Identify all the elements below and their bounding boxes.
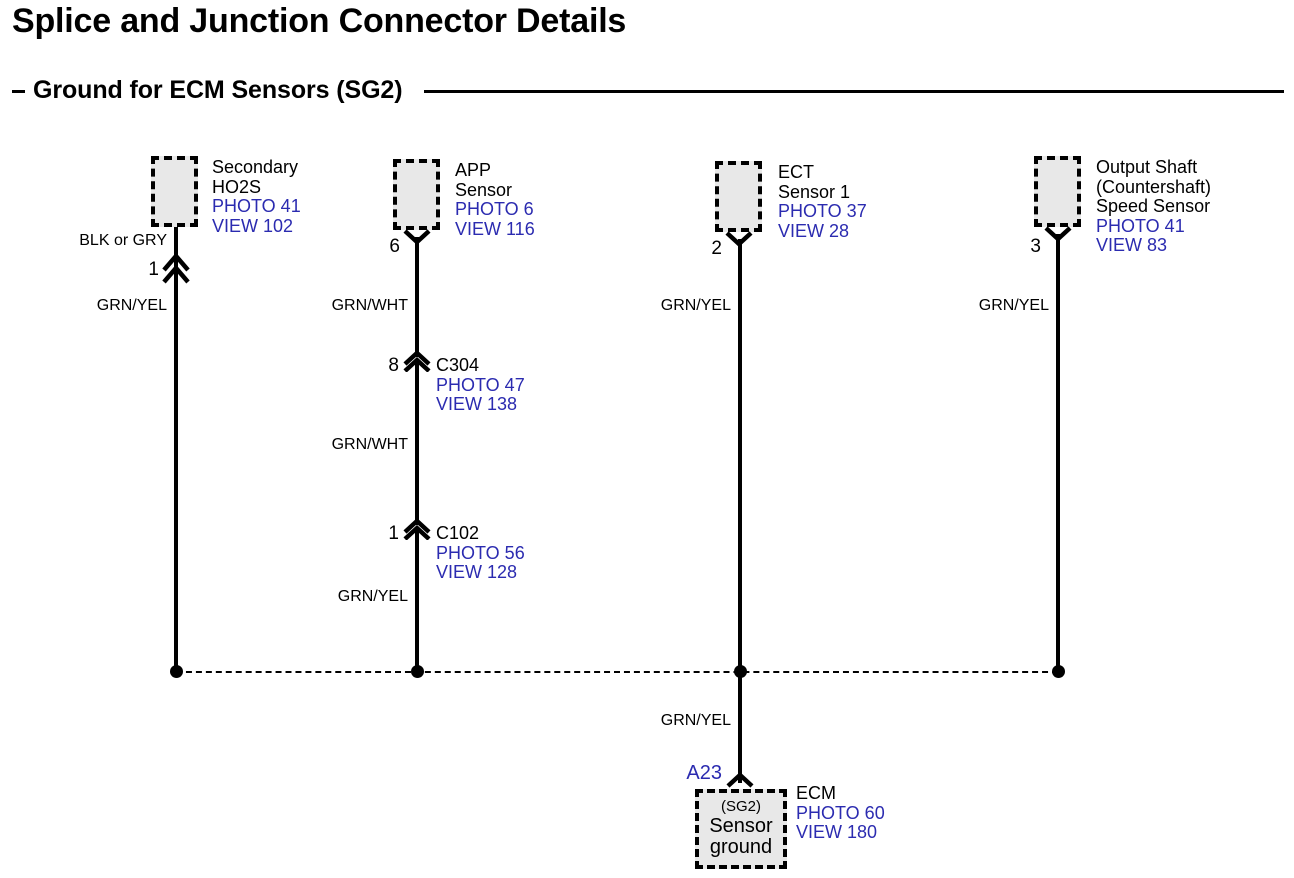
photo-ref[interactable]: PHOTO 6 [455, 199, 534, 219]
connector-name-line: Sensor [455, 179, 513, 200]
terminal-symbol-ecm [726, 772, 754, 788]
view-ref[interactable]: VIEW 28 [778, 220, 850, 241]
connector-label-output-shaft-speed-sensor: Output Shaft (Countershaft) Speed Sensor… [1096, 157, 1212, 256]
inline-connector-symbol-secondary-ho2s [162, 252, 190, 284]
wire-color-label: GRN/YEL [660, 712, 731, 729]
photo-ref[interactable]: PHOTO 37 [778, 201, 867, 221]
wire-app-sensor-lower [415, 528, 419, 672]
wire-output-shaft-speed-sensor [1056, 234, 1060, 672]
connector-name-line: (Countershaft) [1096, 176, 1212, 197]
page-title: Splice and Junction Connector Details [12, 2, 627, 40]
inline-connector-name: C102 [436, 523, 480, 543]
ecm-box-line-1: Sensor [709, 814, 773, 837]
wire-color-label: BLK or GRY [79, 232, 167, 249]
view-ref[interactable]: VIEW 128 [436, 562, 518, 582]
pin-number-app-sensor: 6 [389, 236, 400, 257]
connector-name-line: Speed Sensor [1096, 196, 1211, 216]
connector-label-ecm: ECM PHOTO 60 VIEW 180 [796, 783, 885, 843]
pin-number-ect-sensor-1: 2 [711, 238, 722, 259]
connector-box-ect-sensor-1[interactable] [715, 161, 762, 232]
connector-box-output-shaft-speed-sensor[interactable] [1034, 156, 1081, 227]
view-ref[interactable]: VIEW 180 [796, 822, 878, 842]
section-header: Ground for ECM Sensors (SG2) [12, 72, 1284, 108]
connector-label-ect-sensor-1: ECT Sensor 1 PHOTO 37 VIEW 28 [778, 162, 867, 241]
inline-connector-label-c102: C102 PHOTO 56 VIEW 128 [436, 523, 525, 583]
photo-ref[interactable]: PHOTO 41 [1096, 215, 1185, 236]
connector-name-line: HO2S [212, 176, 262, 197]
connector-label-secondary-ho2s: Secondary HO2S PHOTO 41 VIEW 102 [212, 157, 301, 236]
wire-secondary-ho2s [174, 227, 178, 672]
wire-app-sensor-mid [415, 360, 419, 525]
splice-bus-line [176, 671, 1058, 673]
pin-number-output-shaft-speed-sensor: 3 [1030, 236, 1041, 257]
connector-box-app-sensor[interactable] [393, 159, 440, 230]
wire-color-label: GRN/YEL [978, 297, 1049, 314]
connector-name-line: APP [455, 160, 492, 180]
wire-color-label: GRN/WHT [331, 436, 408, 453]
connector-name-line: Output Shaft [1096, 157, 1198, 177]
wire-ect-sensor-1 [738, 239, 742, 672]
pin-number-c304: 8 [388, 355, 399, 376]
wire-app-sensor-upper [415, 237, 419, 357]
inline-connector-name: C304 [436, 355, 480, 375]
ecm-name: ECM [796, 783, 836, 803]
view-ref[interactable]: VIEW 116 [455, 218, 535, 239]
pin-number-secondary-ho2s: 1 [148, 259, 159, 280]
terminal-id-ecm: A23 [686, 762, 722, 784]
ecm-sg2-label: (SG2) [720, 798, 761, 816]
wire-ecm-ground [738, 671, 742, 783]
splice-dot [1052, 665, 1065, 678]
connector-box-secondary-ho2s[interactable] [151, 156, 198, 227]
splice-dot [411, 665, 424, 678]
connector-name-line: ECT [778, 162, 814, 182]
photo-ref[interactable]: PHOTO 41 [212, 196, 301, 216]
wire-color-label: GRN/YEL [660, 297, 731, 314]
photo-ref[interactable]: PHOTO 60 [796, 802, 885, 823]
section-rule [424, 90, 1284, 93]
splice-dot [170, 665, 183, 678]
wire-color-label: GRN/YEL [337, 588, 408, 605]
ecm-box-line-2: ground [709, 836, 773, 859]
wire-color-label: GRN/WHT [331, 297, 408, 314]
section-title: Ground for ECM Sensors (SG2) [33, 75, 403, 104]
inline-connector-label-c304: C304 PHOTO 47 VIEW 138 [436, 355, 525, 415]
connector-name-line: Sensor 1 [778, 181, 851, 202]
connector-label-app-sensor: APP Sensor PHOTO 6 VIEW 116 [455, 160, 535, 239]
collapse-dash-icon [12, 89, 25, 93]
view-ref[interactable]: VIEW 102 [212, 215, 294, 236]
connector-name-line: Secondary [212, 157, 299, 177]
wire-color-label: GRN/YEL [96, 297, 167, 314]
view-ref[interactable]: VIEW 83 [1096, 235, 1168, 255]
pin-number-c102: 1 [388, 523, 399, 544]
connector-box-ecm[interactable]: (SG2) Sensor ground [695, 789, 787, 869]
view-ref[interactable]: VIEW 138 [436, 394, 518, 414]
photo-ref[interactable]: PHOTO 56 [436, 542, 525, 563]
photo-ref[interactable]: PHOTO 47 [436, 374, 525, 395]
